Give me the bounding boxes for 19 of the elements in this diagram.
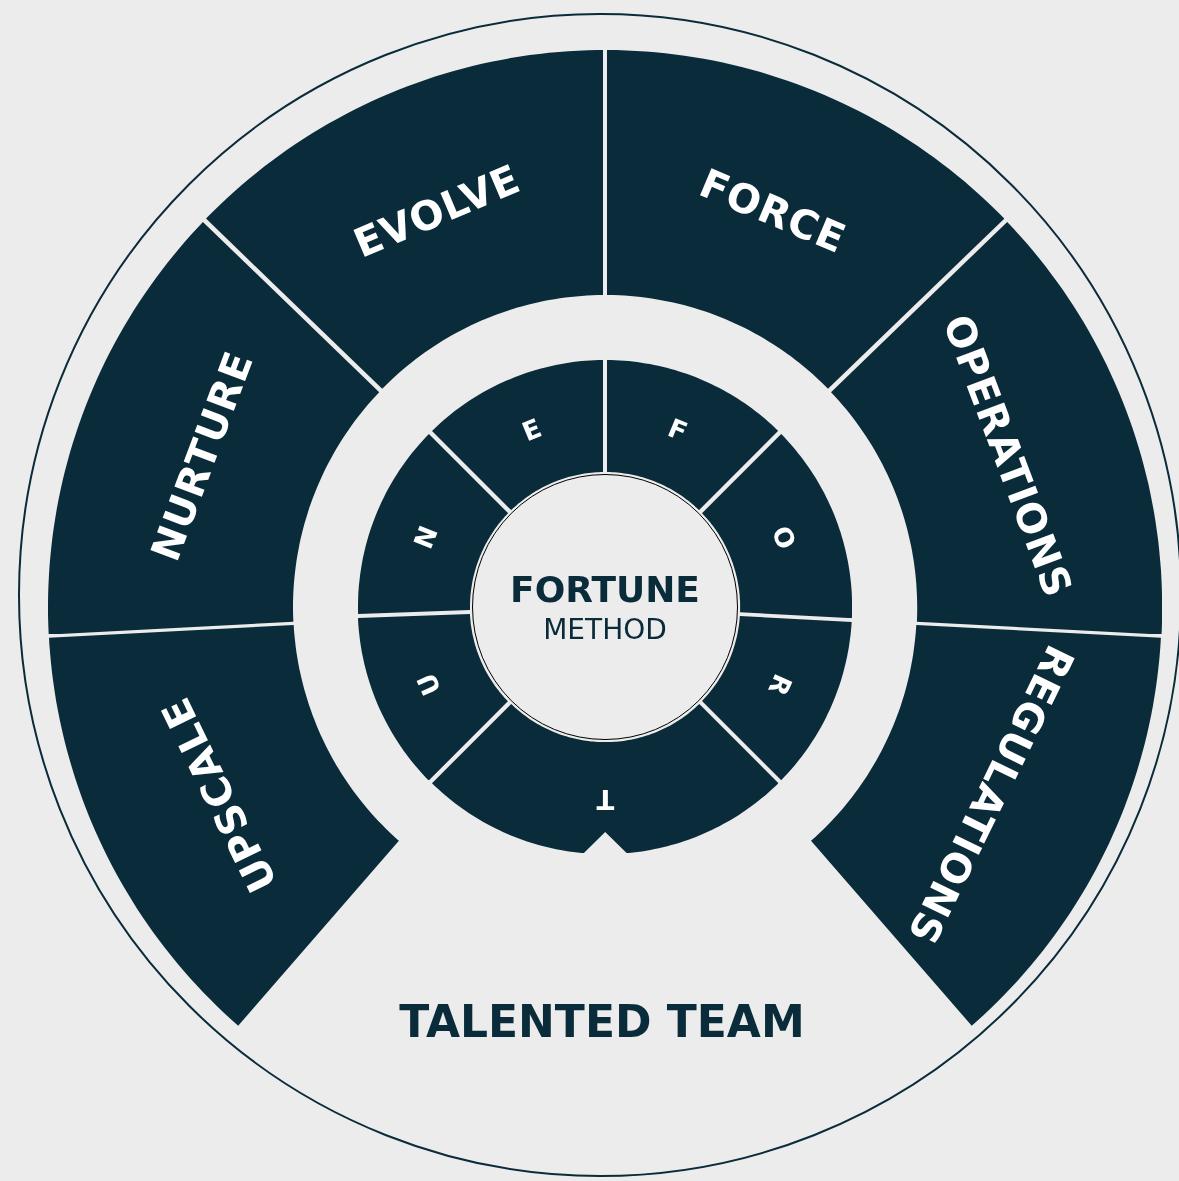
segment-label: R [764, 670, 797, 700]
inner-ring-segment [701, 616, 852, 781]
center-subtitle: METHOD [543, 612, 667, 647]
inner-ring-segment [431, 703, 779, 854]
segment-label: F [664, 414, 692, 446]
segment-label: E [518, 414, 545, 446]
inner-ring-segment [358, 433, 509, 614]
inner-ring-segment [358, 613, 509, 781]
segment-label: O [768, 522, 801, 554]
segment-label: U [412, 668, 446, 699]
ring-segment [811, 625, 1162, 1027]
inner-ring-segment [607, 360, 779, 511]
segment-label: T [595, 786, 615, 812]
segment-label: N [410, 521, 443, 552]
inner-ring-segment [701, 433, 852, 618]
ring-segment [48, 625, 399, 1027]
inner-ring-segment [431, 360, 603, 511]
center-title: FORTUNE [510, 568, 700, 612]
circle-caption: TALENTED TEAM [399, 1000, 805, 1044]
